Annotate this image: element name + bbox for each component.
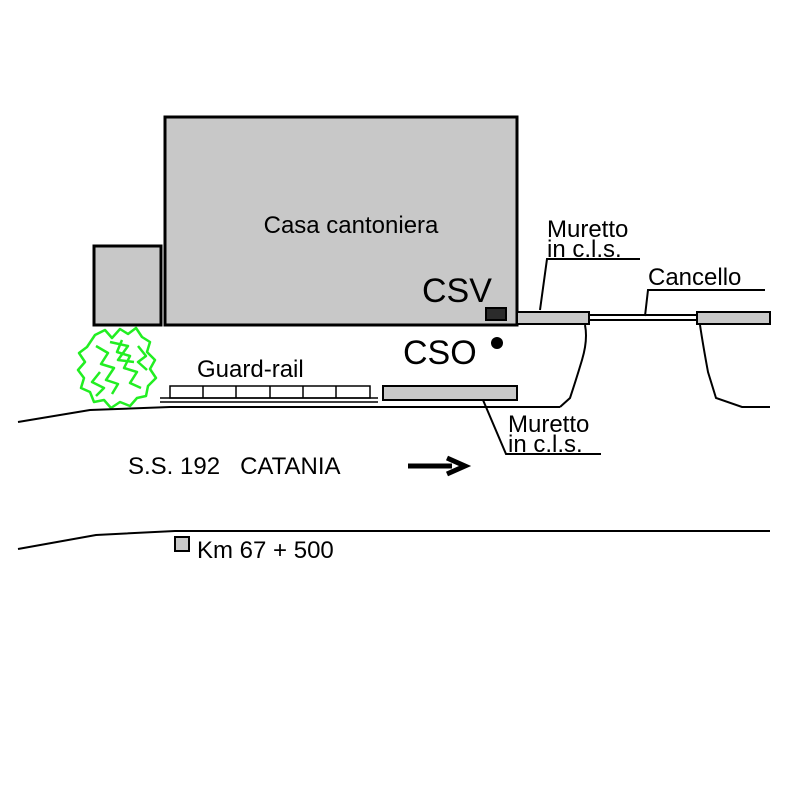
muretto-bottom-label-line1: Muretto xyxy=(508,411,589,438)
muretto-bottom-label-line2: in c.l.s. xyxy=(508,431,583,458)
arrow-right-icon xyxy=(408,455,472,477)
casa-cantoniera-building xyxy=(163,115,519,327)
muretto-bottom xyxy=(382,385,518,401)
cancello-label: Cancello xyxy=(648,264,741,291)
cso-point xyxy=(491,337,503,349)
cso-label: CSO xyxy=(403,334,477,372)
muretto-top-label-line2: in c.l.s. xyxy=(547,236,622,263)
road-edge-top xyxy=(17,406,560,423)
muretto-top xyxy=(516,311,590,325)
km-marker-label: Km 67 + 500 xyxy=(197,537,334,564)
muretto-top-leader xyxy=(539,258,640,311)
muretto-bottom-leader xyxy=(482,399,601,455)
muretto-right xyxy=(696,311,771,325)
guard-rail xyxy=(160,385,378,403)
access-road-edge-right xyxy=(699,324,770,408)
annex-building xyxy=(92,244,163,327)
cancello-leader xyxy=(644,289,765,317)
square-marker-icon xyxy=(174,536,190,552)
access-road-edge-left xyxy=(559,324,587,408)
casa-cantoniera-label: Casa cantoniera xyxy=(264,212,439,239)
tree-icon xyxy=(76,326,158,410)
csv-label: CSV xyxy=(422,272,492,310)
road-edge-bottom xyxy=(17,530,770,550)
csv-box xyxy=(485,307,507,321)
guard-rail-label: Guard-rail xyxy=(197,356,304,383)
muretto-top-label-line1: Muretto xyxy=(547,216,628,243)
road-label: S.S. 192 CATANIA xyxy=(128,453,341,480)
